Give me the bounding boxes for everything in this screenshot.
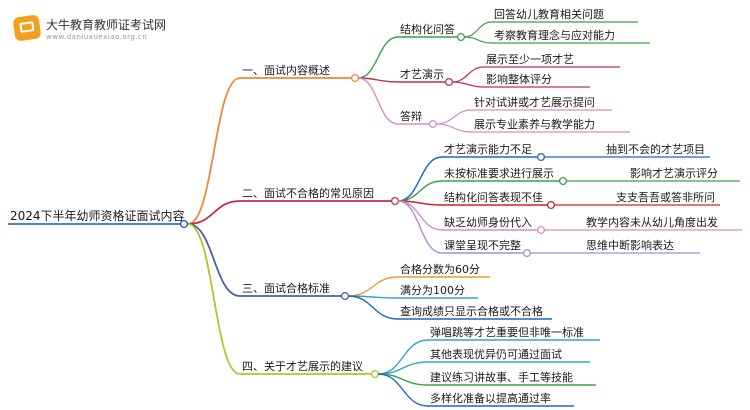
connector-line bbox=[451, 66, 485, 83]
node-connector-dot[interactable] bbox=[390, 196, 400, 206]
node-connector-dot[interactable] bbox=[428, 119, 438, 129]
detail-label: 回答幼儿教育相关问题 bbox=[494, 7, 604, 21]
node-connector-dot[interactable] bbox=[340, 291, 350, 301]
connector-line bbox=[187, 200, 241, 225]
branch-label: 二、面试不合格的常见原因 bbox=[242, 186, 374, 200]
topic-label: 满分为100分 bbox=[400, 284, 465, 297]
branch-label: 一、面试内容概述 bbox=[242, 63, 330, 77]
topic-label: 合格分数为60分 bbox=[400, 262, 480, 276]
detail-label: 影响才艺演示评分 bbox=[630, 166, 718, 180]
topic-label: 未按标准要求进行展示 bbox=[444, 166, 554, 180]
topic-label: 其他表现优异仍可通过面试 bbox=[430, 347, 562, 361]
node-connector-dot[interactable] bbox=[350, 73, 360, 83]
detail-label: 考察教育理念与应对能力 bbox=[494, 28, 615, 42]
branch-label: 四、关于才艺展示的建议 bbox=[242, 359, 363, 373]
topic-label: 建议练习讲故事、手工等技能 bbox=[430, 370, 573, 384]
topic-label: 查询成绩只显示合格或不合格 bbox=[400, 304, 543, 318]
connector-line bbox=[357, 36, 399, 79]
logo-name: 大牛教育教师证考试网 bbox=[46, 18, 167, 32]
connector-line bbox=[347, 295, 399, 320]
connector-line bbox=[377, 373, 429, 407]
topic-label: 课堂呈现不完整 bbox=[444, 238, 521, 252]
connector-line bbox=[435, 123, 473, 133]
connector-line bbox=[347, 276, 399, 297]
topic-label: 弹唱跳等才艺重要但非唯一标准 bbox=[430, 325, 584, 339]
node-connector-dot[interactable] bbox=[536, 225, 546, 235]
topic-label: 结构化问答表现不佳 bbox=[444, 190, 543, 204]
connector-line bbox=[187, 223, 241, 297]
connector-line bbox=[463, 21, 493, 38]
detail-label: 针对试讲或才艺展示提问 bbox=[474, 95, 595, 109]
node-connector-dot[interactable] bbox=[456, 32, 466, 42]
node-connector-dot[interactable] bbox=[444, 77, 454, 87]
node-connector-dot[interactable] bbox=[522, 248, 532, 258]
site-logo[interactable]: 大牛教育教师证考试网 www.daniuxuexiao.org.cn bbox=[12, 10, 167, 46]
connector-line bbox=[357, 77, 399, 125]
detail-label: 教学内容未从幼儿角度出发 bbox=[586, 215, 718, 229]
topic-label: 结构化问答 bbox=[400, 22, 455, 36]
branch-label: 三、面试合格标准 bbox=[242, 281, 330, 295]
topic-label: 才艺演示 bbox=[400, 67, 444, 81]
node-connector-dot[interactable] bbox=[370, 369, 380, 379]
node-connector-dot[interactable] bbox=[536, 152, 546, 162]
detail-label: 展示专业素养与教学能力 bbox=[474, 117, 595, 131]
topic-label: 缺乏幼师身份代入 bbox=[444, 215, 532, 229]
topic-label: 多样化准备以提高通过率 bbox=[430, 391, 551, 405]
logo-url: www.daniuxuexiao.org.cn bbox=[46, 33, 148, 41]
detail-label: 思维中断影响表达 bbox=[586, 238, 674, 252]
detail-label: 支支吾吾或答非所问 bbox=[616, 190, 715, 204]
connector-line bbox=[187, 223, 241, 375]
connector-line bbox=[377, 339, 429, 375]
connector-line bbox=[397, 156, 443, 202]
connector-line bbox=[463, 36, 493, 44]
detail-label: 展示至少一项才艺 bbox=[486, 52, 574, 66]
topic-label: 才艺演示能力不足 bbox=[444, 142, 532, 156]
connector-line bbox=[397, 200, 443, 254]
connector-line bbox=[397, 180, 443, 202]
root-node-label: 2024下半年幼师资格证面试内容 bbox=[10, 208, 185, 223]
node-connector-dot[interactable] bbox=[558, 176, 568, 186]
topic-label: 答辩 bbox=[400, 109, 422, 123]
node-connector-dot[interactable] bbox=[546, 200, 556, 210]
connector-line bbox=[187, 77, 241, 225]
connector-line bbox=[451, 81, 485, 88]
detail-label: 影响整体评分 bbox=[486, 72, 552, 86]
node-connector-dot[interactable] bbox=[179, 219, 189, 229]
connector-line bbox=[435, 109, 473, 125]
detail-label: 抽到不会的才艺项目 bbox=[606, 142, 705, 156]
